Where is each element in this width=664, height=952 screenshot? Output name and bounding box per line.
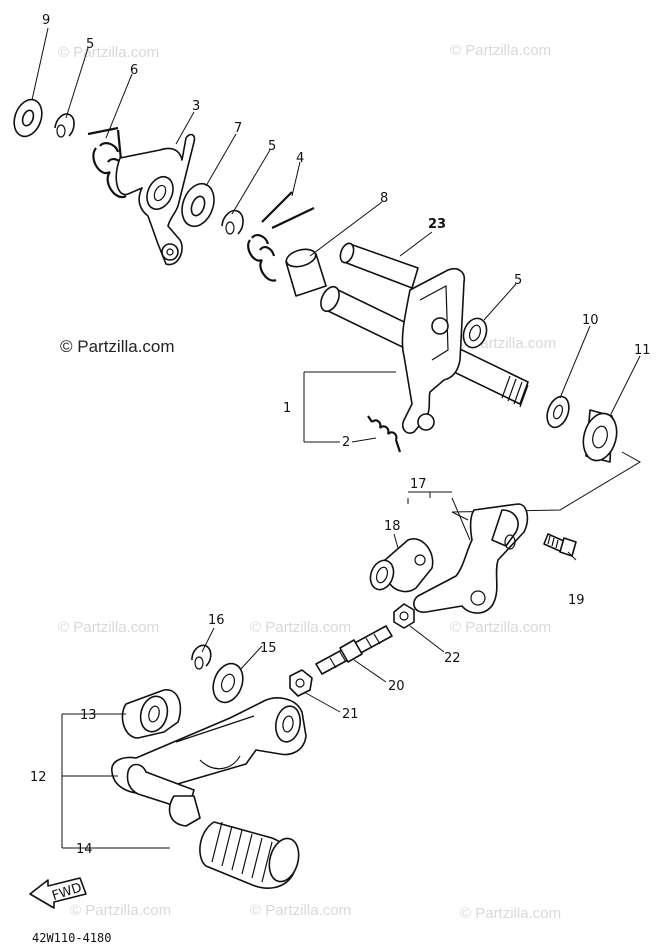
part-4-spring bbox=[247, 191, 315, 282]
watermark-center: © Partzilla.com bbox=[60, 337, 175, 356]
part-16-circlip bbox=[191, 644, 212, 670]
callout-9: 9 bbox=[42, 13, 50, 28]
diagram-code: 42W110-4180 bbox=[32, 931, 111, 945]
callout-14: 14 bbox=[76, 842, 93, 857]
watermark: © Partzilla.com bbox=[70, 902, 171, 919]
part-5-circlip-b bbox=[221, 209, 244, 235]
callout-5: 5 bbox=[514, 273, 522, 288]
leader-lines bbox=[31, 27, 641, 849]
callout-5: 5 bbox=[86, 37, 94, 52]
part-5-circlip-c bbox=[462, 317, 488, 349]
part-23-pin bbox=[339, 242, 419, 289]
callout-6: 6 bbox=[130, 63, 138, 78]
callout-19: 19 bbox=[568, 593, 585, 608]
part-13-rod-end bbox=[121, 689, 182, 739]
part-14-pedal-rubber bbox=[168, 795, 300, 889]
part-10-washer bbox=[546, 395, 570, 429]
part-15-washer bbox=[212, 662, 244, 704]
callout-4: 4 bbox=[296, 151, 304, 166]
part-1-shift-shaft bbox=[320, 267, 529, 434]
callout-20: 20 bbox=[388, 679, 405, 694]
watermark: © Partzilla.com bbox=[58, 619, 159, 636]
part-5-circlip-a bbox=[54, 113, 75, 138]
callout-2: 2 bbox=[342, 435, 350, 450]
part-22-nut bbox=[393, 603, 415, 629]
callout-22: 22 bbox=[444, 651, 461, 666]
part-9-washer bbox=[13, 98, 43, 138]
watermark: © Partzilla.com bbox=[250, 619, 351, 636]
callout-13: 13 bbox=[80, 708, 97, 723]
part-8-collar bbox=[285, 248, 327, 297]
part-3-shift-arm bbox=[115, 133, 196, 266]
part-19-bolt bbox=[543, 533, 577, 557]
watermark: © Partzilla.com bbox=[450, 42, 551, 59]
callout-5: 5 bbox=[268, 139, 276, 154]
watermark: © Partzilla.com bbox=[460, 905, 561, 922]
callout-15: 15 bbox=[260, 641, 277, 656]
watermark: © Partzilla.com bbox=[250, 902, 351, 919]
watermark-layer: © Partzilla.com © Partzilla.com © Partzi… bbox=[58, 42, 561, 922]
part-17-shift-lever bbox=[413, 503, 529, 614]
part-11-oil-seal bbox=[582, 409, 618, 463]
callout-17: 17 bbox=[410, 477, 427, 492]
callout-10: 10 bbox=[582, 313, 599, 328]
callout-1: 1 bbox=[283, 401, 291, 416]
watermark: © Partzilla.com bbox=[58, 44, 159, 61]
part-20-tie-rod bbox=[315, 625, 393, 675]
callout-18: 18 bbox=[384, 519, 401, 534]
callout-7: 7 bbox=[234, 121, 242, 136]
part-7-washer bbox=[181, 182, 215, 228]
callout-23: 23 bbox=[428, 217, 446, 232]
callout-8: 8 bbox=[380, 191, 388, 206]
part-21-nut bbox=[289, 669, 313, 697]
callout-labels: 9 5 6 3 7 5 4 8 23 5 10 11 1 2 17 18 19 … bbox=[30, 13, 651, 857]
callout-21: 21 bbox=[342, 707, 359, 722]
part-2-spring bbox=[367, 415, 402, 453]
callout-11: 11 bbox=[634, 343, 651, 358]
callout-3: 3 bbox=[192, 99, 200, 114]
callout-16: 16 bbox=[208, 613, 225, 628]
part-18-rod-end bbox=[369, 538, 434, 593]
callout-12: 12 bbox=[30, 770, 47, 785]
watermark: © Partzilla.com bbox=[450, 619, 551, 636]
